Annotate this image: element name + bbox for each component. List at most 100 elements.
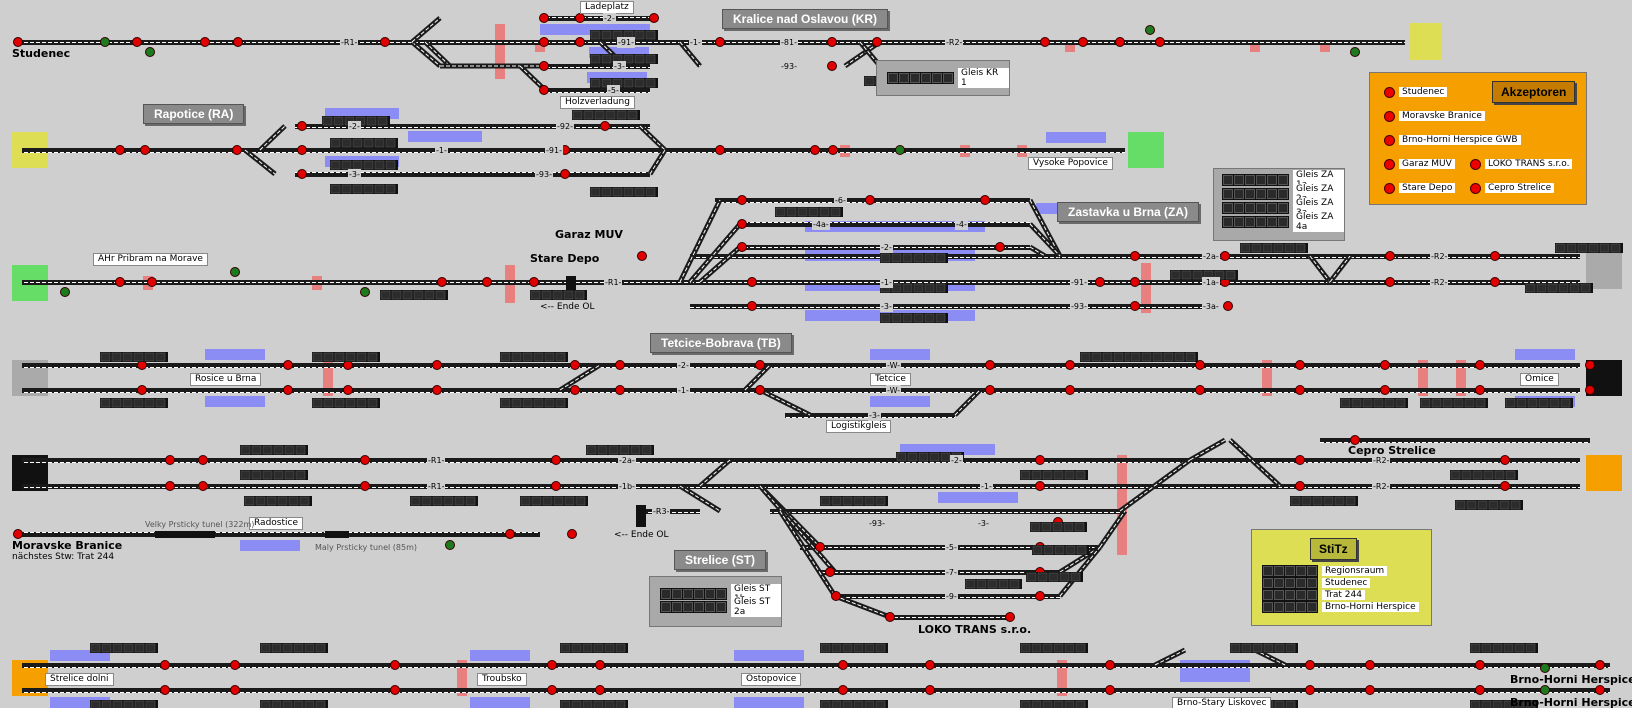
signal-red	[838, 685, 848, 695]
block-cell	[385, 184, 396, 194]
akzeptor-cepro[interactable]: Cepro Strelice	[1470, 182, 1555, 194]
akzeptor-garaz[interactable]: Garaz MUV	[1384, 158, 1455, 170]
akzeptor-label: Garaz MUV	[1399, 159, 1455, 169]
block-cell	[1475, 398, 1486, 408]
track-label-za3: -3-	[880, 301, 893, 312]
block-cell	[831, 496, 842, 506]
block-cell	[134, 700, 145, 708]
stitz-row[interactable]: Brno-Horni Herspice	[1262, 601, 1419, 613]
block-cell	[775, 207, 786, 217]
block-cell	[1141, 352, 1152, 362]
block-cell	[612, 187, 623, 197]
stitz-row[interactable]: Regionsraum	[1262, 565, 1388, 577]
platform	[1515, 349, 1575, 360]
signal-red	[1365, 660, 1375, 670]
block-cell	[522, 398, 533, 408]
station-loko: LOKO TRANS s.r.o.	[918, 623, 1032, 636]
switch-rail	[1154, 649, 1186, 666]
signal-red	[980, 195, 990, 205]
signal-red	[737, 195, 747, 205]
switch-rail	[779, 510, 836, 597]
signal-block-display	[1525, 283, 1593, 293]
block-cell	[634, 187, 645, 197]
signal-green	[1350, 47, 1360, 57]
akzeptor-label: Brno-Horni Herspice GWB	[1399, 135, 1521, 145]
signal-red	[828, 145, 838, 155]
block-cell	[634, 30, 645, 40]
switch-connections	[243, 16, 1352, 668]
block-cell	[1240, 243, 1251, 253]
signal-red	[1095, 277, 1105, 287]
track-label-za4: -4-	[955, 219, 968, 230]
stitz-label: Regionsraum	[1322, 566, 1388, 576]
block-cell	[820, 700, 831, 708]
block-cell	[341, 160, 352, 170]
block-cell	[1192, 270, 1203, 280]
block-cell	[913, 283, 924, 293]
block-cell	[144, 398, 155, 408]
block-cell	[112, 643, 123, 653]
block-cell	[797, 207, 808, 217]
block-cell	[284, 470, 295, 480]
label-logistik: Logistikgleis	[826, 420, 892, 433]
track-label-za1a: -1a-	[1202, 277, 1220, 288]
track-label-ra91: -91-	[545, 145, 563, 156]
block-cell	[511, 352, 522, 362]
switch-rail	[1029, 223, 1061, 257]
block-cell	[413, 290, 424, 300]
signal-red	[570, 360, 580, 370]
signal-block-display	[965, 579, 1022, 589]
block-cell	[1549, 398, 1560, 408]
occupied-section	[323, 360, 333, 396]
block-cell	[1053, 470, 1064, 480]
block-cell	[424, 290, 435, 300]
block-cell	[260, 643, 271, 653]
akzeptor-studenec[interactable]: Studenec	[1384, 86, 1448, 98]
signal-red	[147, 277, 157, 287]
signal-block-display	[1130, 352, 1198, 362]
block-cell	[1455, 500, 1466, 510]
akzeptor-moravske[interactable]: Moravske Branice	[1384, 110, 1485, 122]
track-label-str1a: -R1-	[427, 455, 446, 466]
signal-block-display	[1032, 545, 1089, 555]
block-cell	[1384, 398, 1395, 408]
block-cell	[293, 643, 304, 653]
switch-track	[743, 363, 772, 392]
stitz-row[interactable]: Trat 244	[1262, 589, 1365, 601]
track-label-ra1: -1-	[435, 145, 448, 156]
track-label-k2: -2-	[603, 13, 616, 24]
panel-row[interactable]: Gleis ST 2a	[660, 597, 781, 617]
signal-block-display	[1030, 522, 1087, 532]
switch-rail	[679, 199, 721, 283]
block-cell	[1588, 243, 1599, 253]
track-block-display	[1262, 601, 1318, 613]
akzeptor-bhh[interactable]: Brno-Horni Herspice GWB	[1384, 134, 1521, 146]
akzeptor-loko[interactable]: LOKO TRANS s.r.o.	[1470, 158, 1573, 170]
block-cell	[1152, 352, 1163, 362]
signal-red	[1155, 37, 1165, 47]
signal-block-display	[560, 643, 628, 653]
panel-row[interactable]: Gleis KR 1	[887, 68, 1009, 88]
signal-red	[1350, 435, 1360, 445]
akzeptor-stare-depo[interactable]: Stare Depo	[1384, 182, 1456, 194]
block-cell	[133, 398, 144, 408]
akzeptor-label: Stare Depo	[1399, 183, 1456, 193]
signal-red	[539, 13, 549, 23]
track-label-str1b: -R1-	[427, 481, 446, 492]
block-cell	[1230, 643, 1241, 653]
block-cell	[1290, 496, 1301, 506]
track-label-za4a: -4a-	[812, 219, 830, 230]
block-cell	[1043, 545, 1054, 555]
stitz-label: Trat 244	[1322, 590, 1365, 600]
signal-red	[547, 660, 557, 670]
block-cell	[594, 110, 605, 120]
signal-red	[1385, 251, 1395, 261]
panel-row[interactable]: Gleis ZA 4a	[1222, 212, 1344, 232]
akzeptor-label: Studenec	[1399, 87, 1448, 97]
occupied-section	[1418, 360, 1428, 396]
block-cell	[593, 643, 604, 653]
stitz-row[interactable]: Studenec	[1262, 577, 1371, 589]
block-cell	[1461, 470, 1472, 480]
track-segment	[22, 388, 1580, 393]
block-cell	[891, 283, 902, 293]
